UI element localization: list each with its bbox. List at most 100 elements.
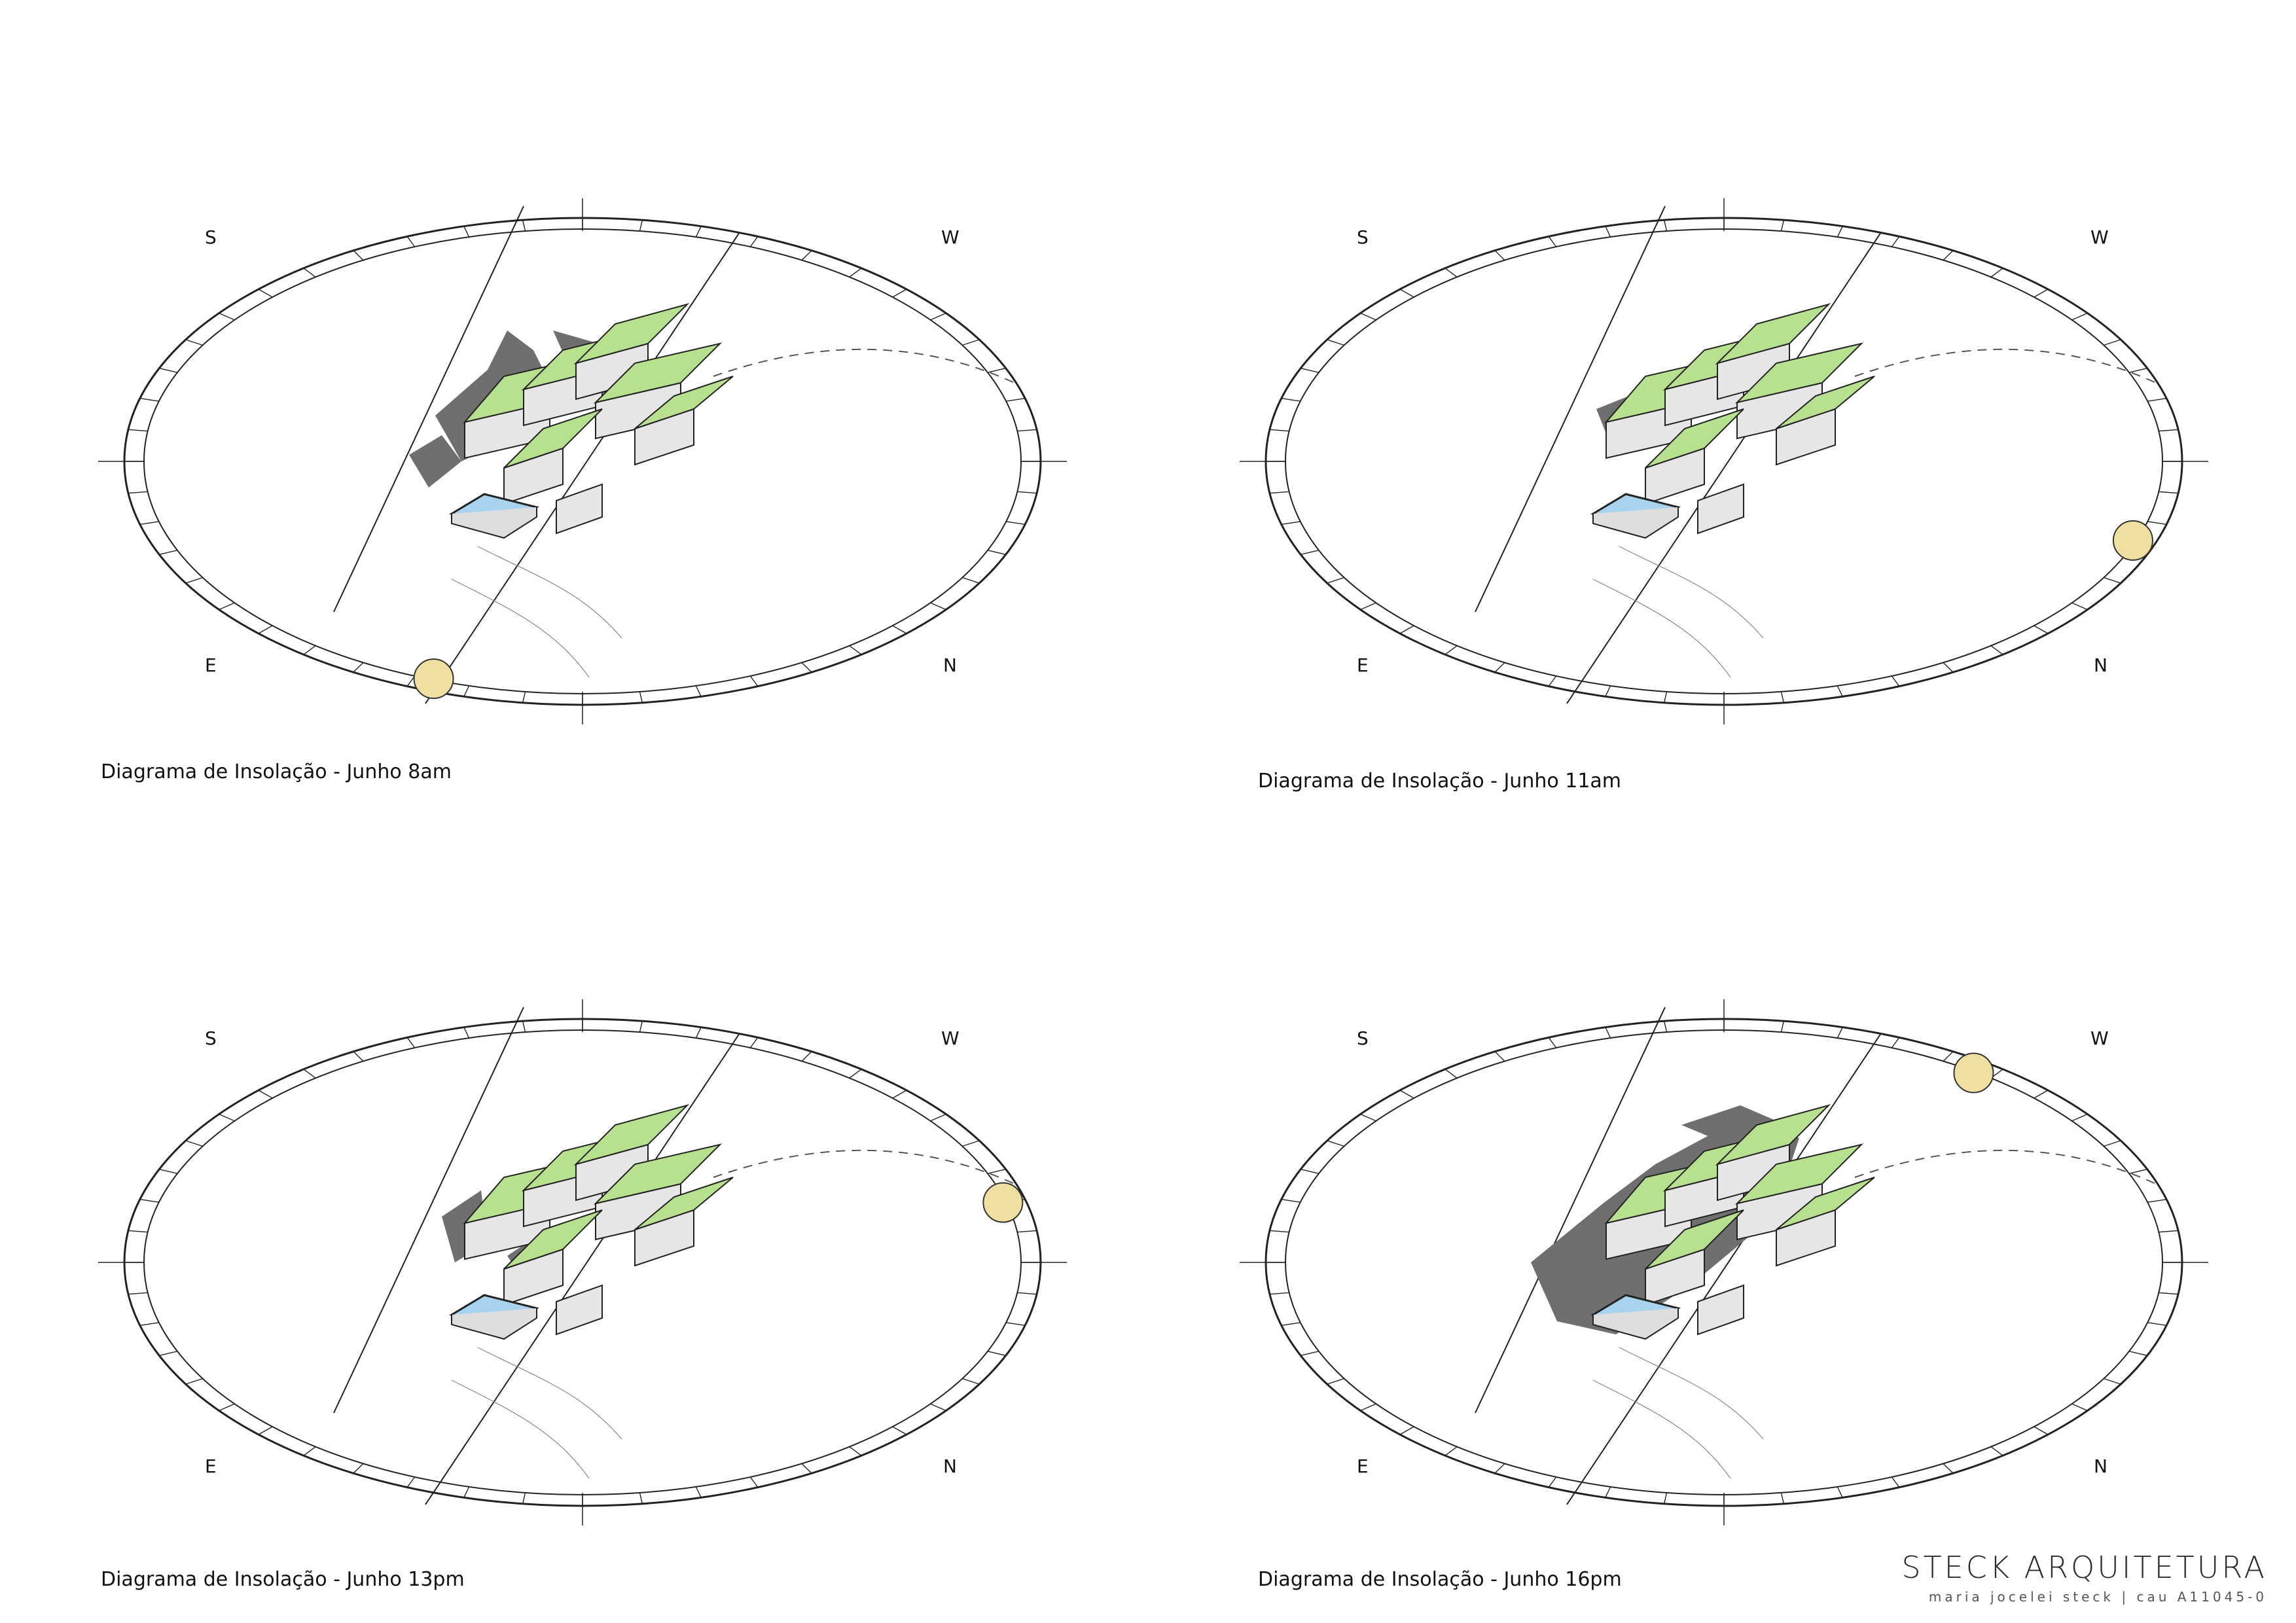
compass-west-label: W bbox=[941, 1027, 960, 1049]
compass-tick bbox=[1891, 675, 1900, 687]
compass-tick bbox=[1300, 550, 1319, 556]
compass-tick bbox=[801, 1463, 812, 1474]
compass-tick bbox=[1837, 1486, 1843, 1498]
compass-south-label: S bbox=[205, 226, 217, 248]
site-boundary bbox=[333, 1007, 740, 1505]
sun-icon bbox=[982, 1182, 1024, 1223]
compass-tick bbox=[2128, 367, 2147, 373]
sun-icon bbox=[1953, 1052, 1994, 1094]
compass-tick bbox=[1990, 268, 2003, 277]
building-model bbox=[1590, 1104, 1875, 1340]
compass-tick bbox=[2072, 602, 2088, 611]
pool-edge bbox=[451, 1308, 537, 1340]
compass-tick bbox=[2034, 1426, 2049, 1435]
insolation-diagram-16pm bbox=[1240, 999, 2208, 1525]
compass-tick bbox=[639, 1021, 643, 1033]
compass-tick bbox=[1281, 398, 1300, 402]
compass-east-label: E bbox=[1357, 1455, 1369, 1477]
diagram-panel-13pm: S W E N Diagrama de Insolação - Junho 13… bbox=[0, 812, 1148, 1623]
compass-tick bbox=[801, 662, 812, 673]
compass-tick bbox=[353, 1051, 364, 1062]
compass-tick bbox=[2104, 1378, 2121, 1385]
compass-tick bbox=[1300, 1168, 1319, 1174]
compass-tick bbox=[2104, 339, 2121, 346]
compass-tick bbox=[353, 662, 364, 673]
green-roof bbox=[1776, 376, 1875, 429]
compass-tick bbox=[892, 625, 907, 634]
terrain-contours bbox=[451, 1347, 622, 1479]
compass-tick bbox=[962, 577, 980, 584]
compass-tick bbox=[1300, 1351, 1319, 1357]
compass-tick bbox=[303, 1069, 316, 1079]
compass-tick bbox=[1780, 691, 1785, 703]
compass-tick bbox=[849, 1446, 862, 1456]
green-roof bbox=[1734, 342, 1864, 404]
compass-north-label: N bbox=[943, 1455, 957, 1477]
compass-tick bbox=[258, 289, 273, 298]
compass-tick bbox=[1494, 1051, 1505, 1062]
compass-tick bbox=[1017, 1230, 1037, 1233]
diagram-panel-16pm: S W E N Diagrama de Insolação - Junho 16… bbox=[1148, 812, 2296, 1623]
compass-tick bbox=[463, 226, 470, 238]
compass-inner-ring bbox=[143, 228, 1022, 694]
compass-tick bbox=[1605, 1486, 1611, 1498]
compass-tick bbox=[159, 367, 178, 373]
compass-tick bbox=[1360, 602, 1376, 611]
site-boundary bbox=[1475, 1007, 1882, 1505]
green-roof bbox=[573, 303, 690, 365]
compass-west-label: W bbox=[2090, 1027, 2109, 1049]
sun-path bbox=[1854, 1149, 2157, 1185]
green-roof bbox=[573, 1104, 690, 1166]
site-boundary bbox=[1475, 205, 1882, 704]
compass-tick bbox=[639, 1492, 643, 1504]
green-roof bbox=[503, 1209, 603, 1270]
sun-icon bbox=[2112, 520, 2153, 561]
compass-tick bbox=[1360, 1113, 1376, 1122]
compass-tick bbox=[892, 1426, 907, 1435]
compass-tick bbox=[2159, 1292, 2179, 1295]
compass-tick bbox=[1494, 662, 1505, 673]
compass-tick bbox=[159, 1351, 178, 1357]
compass-tick bbox=[1891, 1476, 1900, 1488]
compass-tick bbox=[128, 1292, 148, 1295]
compass-tick bbox=[1300, 367, 1319, 373]
compass-tick bbox=[962, 1140, 980, 1147]
compass-south-label: S bbox=[1357, 226, 1369, 248]
compass-tick bbox=[962, 1378, 980, 1385]
insolation-diagram-11am bbox=[1240, 198, 2208, 724]
compass-tick bbox=[2159, 1230, 2179, 1233]
compass-tick bbox=[849, 645, 862, 655]
compass-tick bbox=[1837, 226, 1843, 238]
compass-tick bbox=[1444, 1069, 1458, 1079]
compass-north-label: N bbox=[943, 654, 957, 676]
compass-tick bbox=[2034, 1090, 2049, 1099]
compass-tick bbox=[258, 1090, 273, 1099]
sun-path bbox=[713, 348, 1015, 383]
green-roof bbox=[1734, 1143, 1864, 1205]
compass-east-label: E bbox=[1357, 654, 1369, 676]
compass-inner-ring bbox=[1285, 1029, 2163, 1495]
compass-tick bbox=[2072, 312, 2088, 321]
compass-tick bbox=[1605, 226, 1611, 238]
compass-tick bbox=[522, 1492, 526, 1504]
diagram-panel-8am: S W E N Diagrama de Insolação - Junho 8a… bbox=[0, 0, 1148, 812]
compass-tick bbox=[1017, 491, 1037, 494]
compass-tick bbox=[139, 398, 159, 402]
compass-tick bbox=[695, 226, 702, 238]
compass-tick bbox=[1891, 236, 1900, 247]
compass-tick bbox=[695, 685, 702, 697]
compass-tick bbox=[1943, 1463, 1954, 1474]
compass-tick bbox=[1327, 577, 1344, 584]
sun-icon bbox=[413, 658, 454, 700]
compass-tick bbox=[219, 1403, 235, 1412]
compass-tick bbox=[1605, 685, 1611, 697]
compass-tick bbox=[522, 1021, 526, 1033]
compass-tick bbox=[1281, 521, 1300, 525]
compass-tick bbox=[1006, 398, 1026, 402]
compass-tick bbox=[353, 250, 364, 261]
compass-tick bbox=[2072, 1403, 2088, 1412]
compass-tick bbox=[2128, 1351, 2147, 1357]
compass-tick bbox=[987, 367, 1006, 373]
green-roof bbox=[1776, 1177, 1875, 1230]
compass-tick bbox=[1444, 268, 1458, 277]
